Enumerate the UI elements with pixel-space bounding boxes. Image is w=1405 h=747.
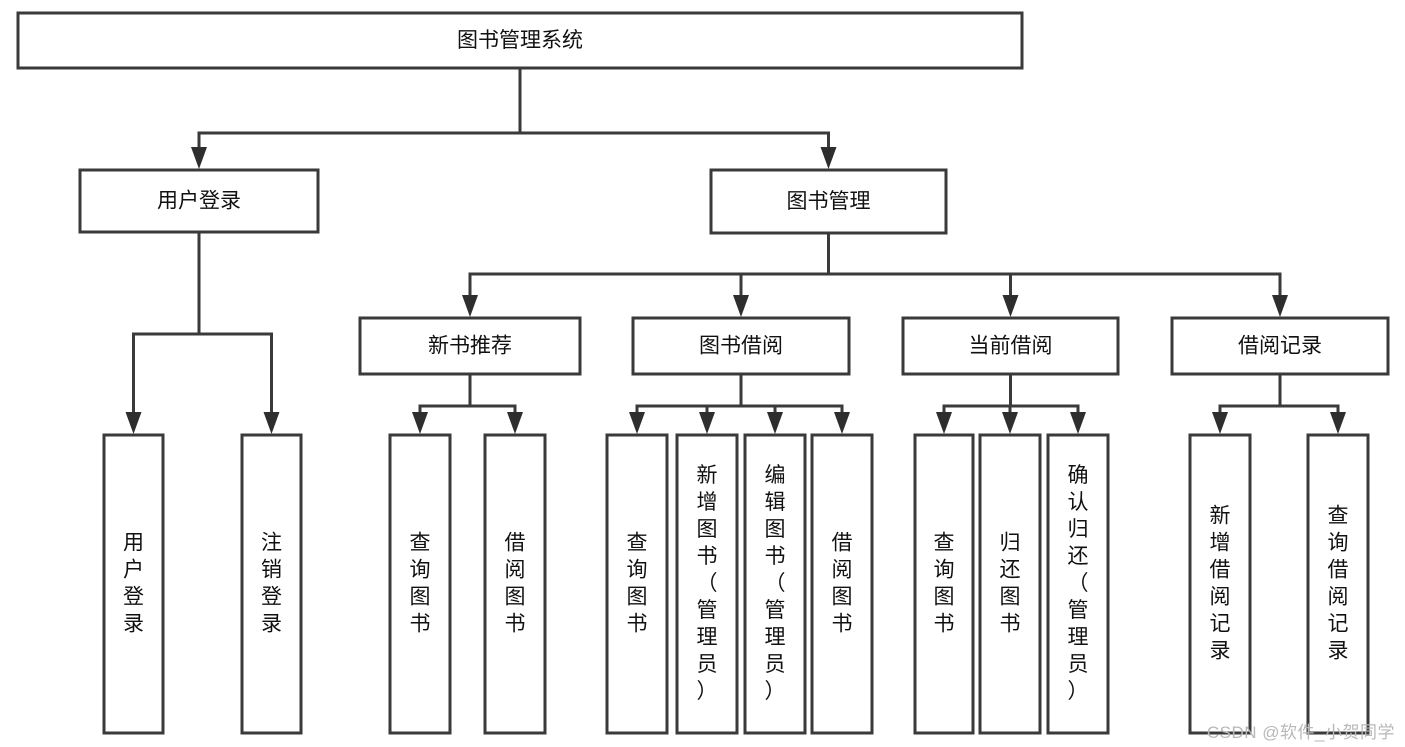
node-box-l13 — [1306, 433, 1370, 735]
node-box-l11 — [1046, 433, 1110, 735]
connector-group-current — [936, 372, 1086, 434]
arrow-head-icon — [507, 412, 523, 434]
node-box-root — [16, 11, 1024, 70]
node-label-root: 图书管理系统 — [457, 29, 583, 52]
arrow-head-icon — [1002, 412, 1018, 434]
node-label-current: 当前借阅 — [969, 335, 1053, 358]
connector-group-records — [1212, 372, 1346, 434]
node-l9[interactable]: 查询图书 — [913, 433, 975, 735]
connector-group-newbook — [412, 372, 523, 434]
node-newbook[interactable]: 新书推荐 — [358, 316, 582, 376]
node-root[interactable]: 图书管理系统 — [16, 11, 1024, 70]
arrow-head-icon — [733, 295, 749, 317]
node-box-l2 — [240, 433, 303, 735]
node-label-l11: 确认归还（管理员） — [1068, 464, 1089, 703]
node-box-current — [901, 316, 1120, 376]
node-l7[interactable]: 编辑图书（管理员） — [743, 433, 807, 735]
node-l1[interactable]: 用户登录 — [102, 433, 165, 735]
node-box-l9 — [913, 433, 975, 735]
node-label-l4: 借阅图书 — [505, 531, 526, 635]
node-records[interactable]: 借阅记录 — [1170, 316, 1390, 376]
node-layer: 图书管理系统用户登录图书管理新书推荐图书借阅当前借阅借阅记录用户登录注销登录查询… — [16, 11, 1390, 735]
arrow-head-icon — [1212, 412, 1228, 434]
node-box-l6 — [675, 433, 739, 735]
arrow-head-icon — [936, 412, 952, 434]
node-l12[interactable]: 新增借阅记录 — [1188, 433, 1252, 735]
node-label-l2: 注销登录 — [261, 531, 282, 635]
node-box-bookmgmt — [709, 168, 948, 235]
node-login[interactable]: 用户登录 — [78, 168, 320, 234]
node-label-l6: 新增图书（管理员） — [697, 464, 718, 703]
node-borrow[interactable]: 图书借阅 — [631, 316, 851, 376]
arrow-head-icon — [767, 412, 783, 434]
node-label-login: 用户登录 — [157, 190, 241, 213]
node-box-login — [78, 168, 320, 234]
arrow-head-icon — [462, 295, 478, 317]
node-label-l10: 归还图书 — [1000, 531, 1021, 635]
node-box-l10 — [978, 433, 1042, 735]
node-box-newbook — [358, 316, 582, 376]
node-l3[interactable]: 查询图书 — [388, 433, 452, 735]
node-l5[interactable]: 查询图书 — [605, 433, 669, 735]
node-box-records — [1170, 316, 1390, 376]
node-box-l12 — [1188, 433, 1252, 735]
node-box-l7 — [743, 433, 807, 735]
arrow-head-icon — [1002, 295, 1019, 317]
node-label-l8: 借阅图书 — [832, 531, 853, 635]
node-label-bookmgmt: 图书管理 — [787, 190, 871, 213]
node-l10[interactable]: 归还图书 — [978, 433, 1042, 735]
node-l11[interactable]: 确认归还（管理员） — [1046, 433, 1110, 735]
node-label-l5: 查询图书 — [627, 531, 648, 635]
node-l8[interactable]: 借阅图书 — [810, 433, 874, 735]
arrow-head-icon — [263, 412, 280, 434]
node-box-l3 — [388, 433, 452, 735]
node-box-l1 — [102, 433, 165, 735]
arrow-head-icon — [125, 412, 142, 434]
node-l2[interactable]: 注销登录 — [240, 433, 303, 735]
node-label-l3: 查询图书 — [410, 531, 431, 635]
arrow-head-icon — [1272, 295, 1288, 317]
node-box-l5 — [605, 433, 669, 735]
arrow-head-icon — [1330, 412, 1346, 434]
arrow-head-icon — [191, 147, 207, 169]
node-label-borrow: 图书借阅 — [699, 335, 783, 358]
node-label-l7: 编辑图书（管理员） — [765, 464, 786, 703]
node-label-l12: 新增借阅记录 — [1210, 504, 1231, 662]
node-label-l9: 查询图书 — [934, 531, 955, 635]
arrow-head-icon — [1070, 412, 1086, 434]
connector-layer — [125, 66, 1346, 434]
node-label-l1: 用户登录 — [123, 531, 144, 635]
node-current[interactable]: 当前借阅 — [901, 316, 1120, 376]
connector-group-root — [191, 66, 837, 169]
node-label-newbook: 新书推荐 — [428, 335, 512, 358]
node-l4[interactable]: 借阅图书 — [483, 433, 547, 735]
node-box-l8 — [810, 433, 874, 735]
arrow-head-icon — [699, 412, 715, 434]
arrow-head-icon — [820, 147, 837, 169]
arrow-head-icon — [629, 412, 645, 434]
node-box-borrow — [631, 316, 851, 376]
node-label-l13: 查询借阅记录 — [1328, 504, 1349, 662]
node-bookmgmt[interactable]: 图书管理 — [709, 168, 948, 235]
node-l13[interactable]: 查询借阅记录 — [1306, 433, 1370, 735]
node-box-l4 — [483, 433, 547, 735]
connector-group-login — [125, 230, 280, 434]
node-l6[interactable]: 新增图书（管理员） — [675, 433, 739, 735]
connector-group-borrow — [629, 372, 850, 434]
node-label-records: 借阅记录 — [1238, 335, 1322, 358]
connector-group-bookmgmt — [462, 231, 1288, 317]
arrow-head-icon — [834, 412, 850, 434]
arrow-head-icon — [412, 412, 428, 434]
